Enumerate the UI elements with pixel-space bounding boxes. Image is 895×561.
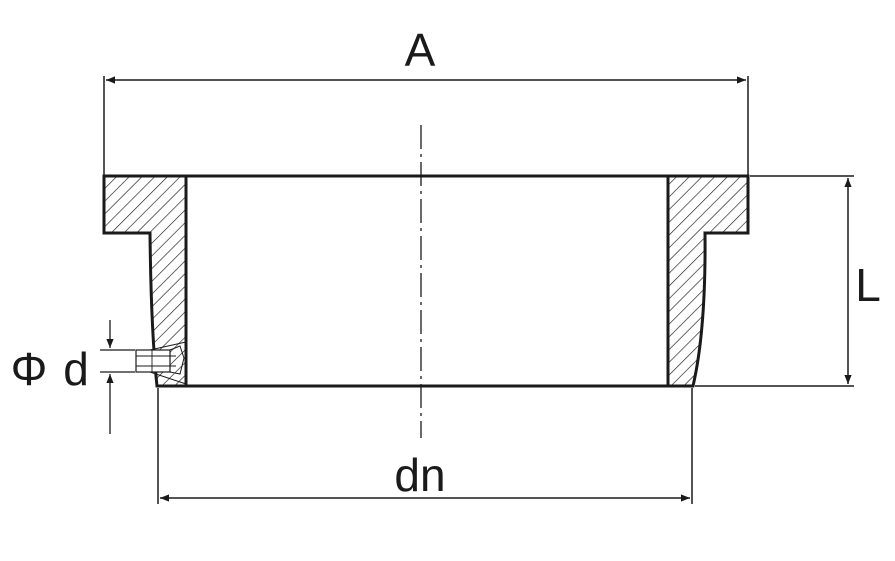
phi-symbol: Φ <box>11 343 48 395</box>
dimension-a: A <box>103 24 749 176</box>
dimension-a-label: A <box>405 24 436 76</box>
right-wall-section <box>666 174 750 388</box>
dimension-dn-label: dn <box>394 449 445 501</box>
dimension-phi-d: Φ d <box>11 320 135 434</box>
dimension-dn: dn <box>157 388 693 504</box>
dimension-l-label: L <box>855 259 881 311</box>
left-wall-section <box>102 174 188 388</box>
dimension-d-label: d <box>63 343 89 395</box>
dimension-l: L <box>695 175 881 387</box>
pin-hole-detail <box>135 341 187 385</box>
